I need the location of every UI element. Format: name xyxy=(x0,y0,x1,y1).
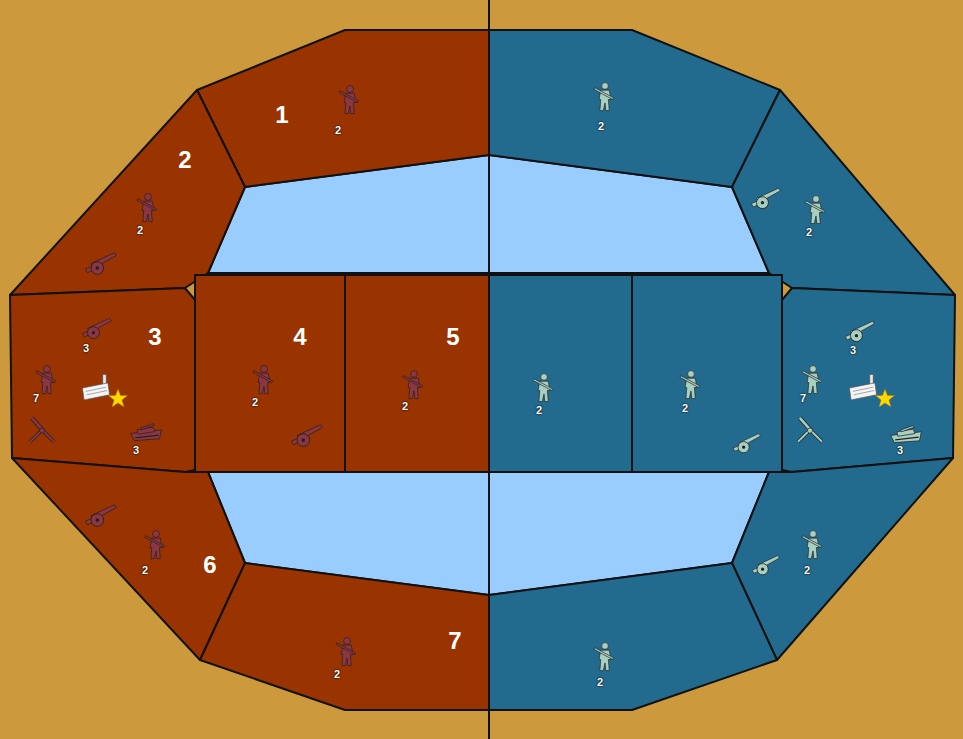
artillery-icon xyxy=(845,321,874,341)
infantry-icon xyxy=(137,194,157,222)
artillery-icon xyxy=(733,434,760,453)
region-outline xyxy=(489,275,632,472)
region-shape xyxy=(343,273,491,474)
region-outline xyxy=(632,275,782,472)
infantry-icon xyxy=(680,371,700,399)
infantry-icon xyxy=(802,366,822,394)
map-region: 3 7 3 xyxy=(780,286,957,474)
region-outline xyxy=(200,563,489,710)
tank-icon xyxy=(891,426,922,443)
factory-icon xyxy=(82,374,109,400)
map-region: 72 xyxy=(198,561,491,712)
aa-gun-icon xyxy=(798,418,822,442)
capital-star xyxy=(876,389,895,407)
unit-count: 2 xyxy=(142,565,148,576)
infantry-icon xyxy=(36,366,56,394)
infantry-icon xyxy=(403,371,423,399)
unit-count: 2 xyxy=(402,401,408,412)
region-number: 7 xyxy=(448,629,461,653)
map-region: 52 xyxy=(343,273,491,474)
unit-count: 3 xyxy=(83,343,89,354)
infantry-icon xyxy=(145,531,165,559)
infantry-icon xyxy=(253,366,273,394)
infantry-icon xyxy=(594,643,614,671)
region-outline xyxy=(489,563,777,710)
region-shape xyxy=(730,88,957,297)
map-region: 42 xyxy=(193,273,347,474)
map-region: 2 xyxy=(730,88,957,297)
capital-star xyxy=(109,389,128,407)
region-outline xyxy=(732,458,953,660)
region-number: 5 xyxy=(446,325,459,349)
infantry-icon xyxy=(336,638,356,666)
unit-count: 2 xyxy=(335,125,341,136)
region-number: 1 xyxy=(275,103,288,127)
region-number: 6 xyxy=(203,553,216,577)
region-shape xyxy=(487,273,634,474)
unit-count: 2 xyxy=(806,227,812,238)
region-shape xyxy=(193,273,347,474)
unit-count: 2 xyxy=(536,405,542,416)
region-shape xyxy=(8,88,247,297)
artillery-icon xyxy=(292,425,323,447)
region-outline xyxy=(345,275,489,472)
region-outline xyxy=(197,30,489,187)
region-shape xyxy=(487,561,779,712)
map-region: 22 xyxy=(8,88,247,297)
region-outline xyxy=(10,288,195,472)
unit-count: 2 xyxy=(598,121,604,132)
infantry-icon xyxy=(805,196,825,224)
map-region: 2 xyxy=(487,273,634,474)
unit-count: 2 xyxy=(334,669,340,680)
region-shape xyxy=(630,273,784,474)
region-outline xyxy=(10,90,245,295)
aa-gun-icon xyxy=(30,418,54,442)
artillery-icon xyxy=(751,188,780,208)
map-region: 3 3 7 3 xyxy=(8,286,197,474)
map-region: 12 xyxy=(195,28,491,189)
map-region: 62 xyxy=(10,456,247,662)
region-outline xyxy=(489,30,780,187)
map-region: 2 xyxy=(630,273,784,474)
region-shape xyxy=(198,561,491,712)
unit-count: 2 xyxy=(252,397,258,408)
region-outline xyxy=(782,288,955,472)
artillery-icon xyxy=(752,556,779,575)
tank-icon xyxy=(131,424,162,441)
infantry-icon xyxy=(533,374,553,402)
artillery-icon xyxy=(82,318,111,338)
region-shape xyxy=(780,286,957,474)
artillery-icon xyxy=(86,505,117,527)
unit-count: 3 xyxy=(850,345,856,356)
region-number: 2 xyxy=(178,148,191,172)
unit-count: 3 xyxy=(133,445,139,456)
region-shape xyxy=(487,28,782,189)
region-outline xyxy=(732,90,955,295)
unit-count: 2 xyxy=(597,677,603,688)
map-region: 2 xyxy=(487,28,782,189)
region-number: 4 xyxy=(293,325,306,349)
infantry-icon xyxy=(802,531,822,559)
region-shape xyxy=(195,28,491,189)
unit-count: 2 xyxy=(804,565,810,576)
artillery-icon xyxy=(86,253,117,275)
region-outline xyxy=(195,275,345,472)
infantry-icon xyxy=(339,86,359,114)
region-number: 3 xyxy=(148,325,161,349)
unit-count: 7 xyxy=(800,393,806,404)
infantry-icon xyxy=(594,83,614,111)
region-shape xyxy=(8,286,197,474)
map-region: 2 xyxy=(487,561,779,712)
unit-count: 7 xyxy=(33,393,39,404)
unit-count: 2 xyxy=(682,403,688,414)
factory-icon xyxy=(849,374,876,400)
unit-count: 2 xyxy=(137,225,143,236)
region-outline xyxy=(12,458,245,660)
unit-count: 3 xyxy=(897,445,903,456)
